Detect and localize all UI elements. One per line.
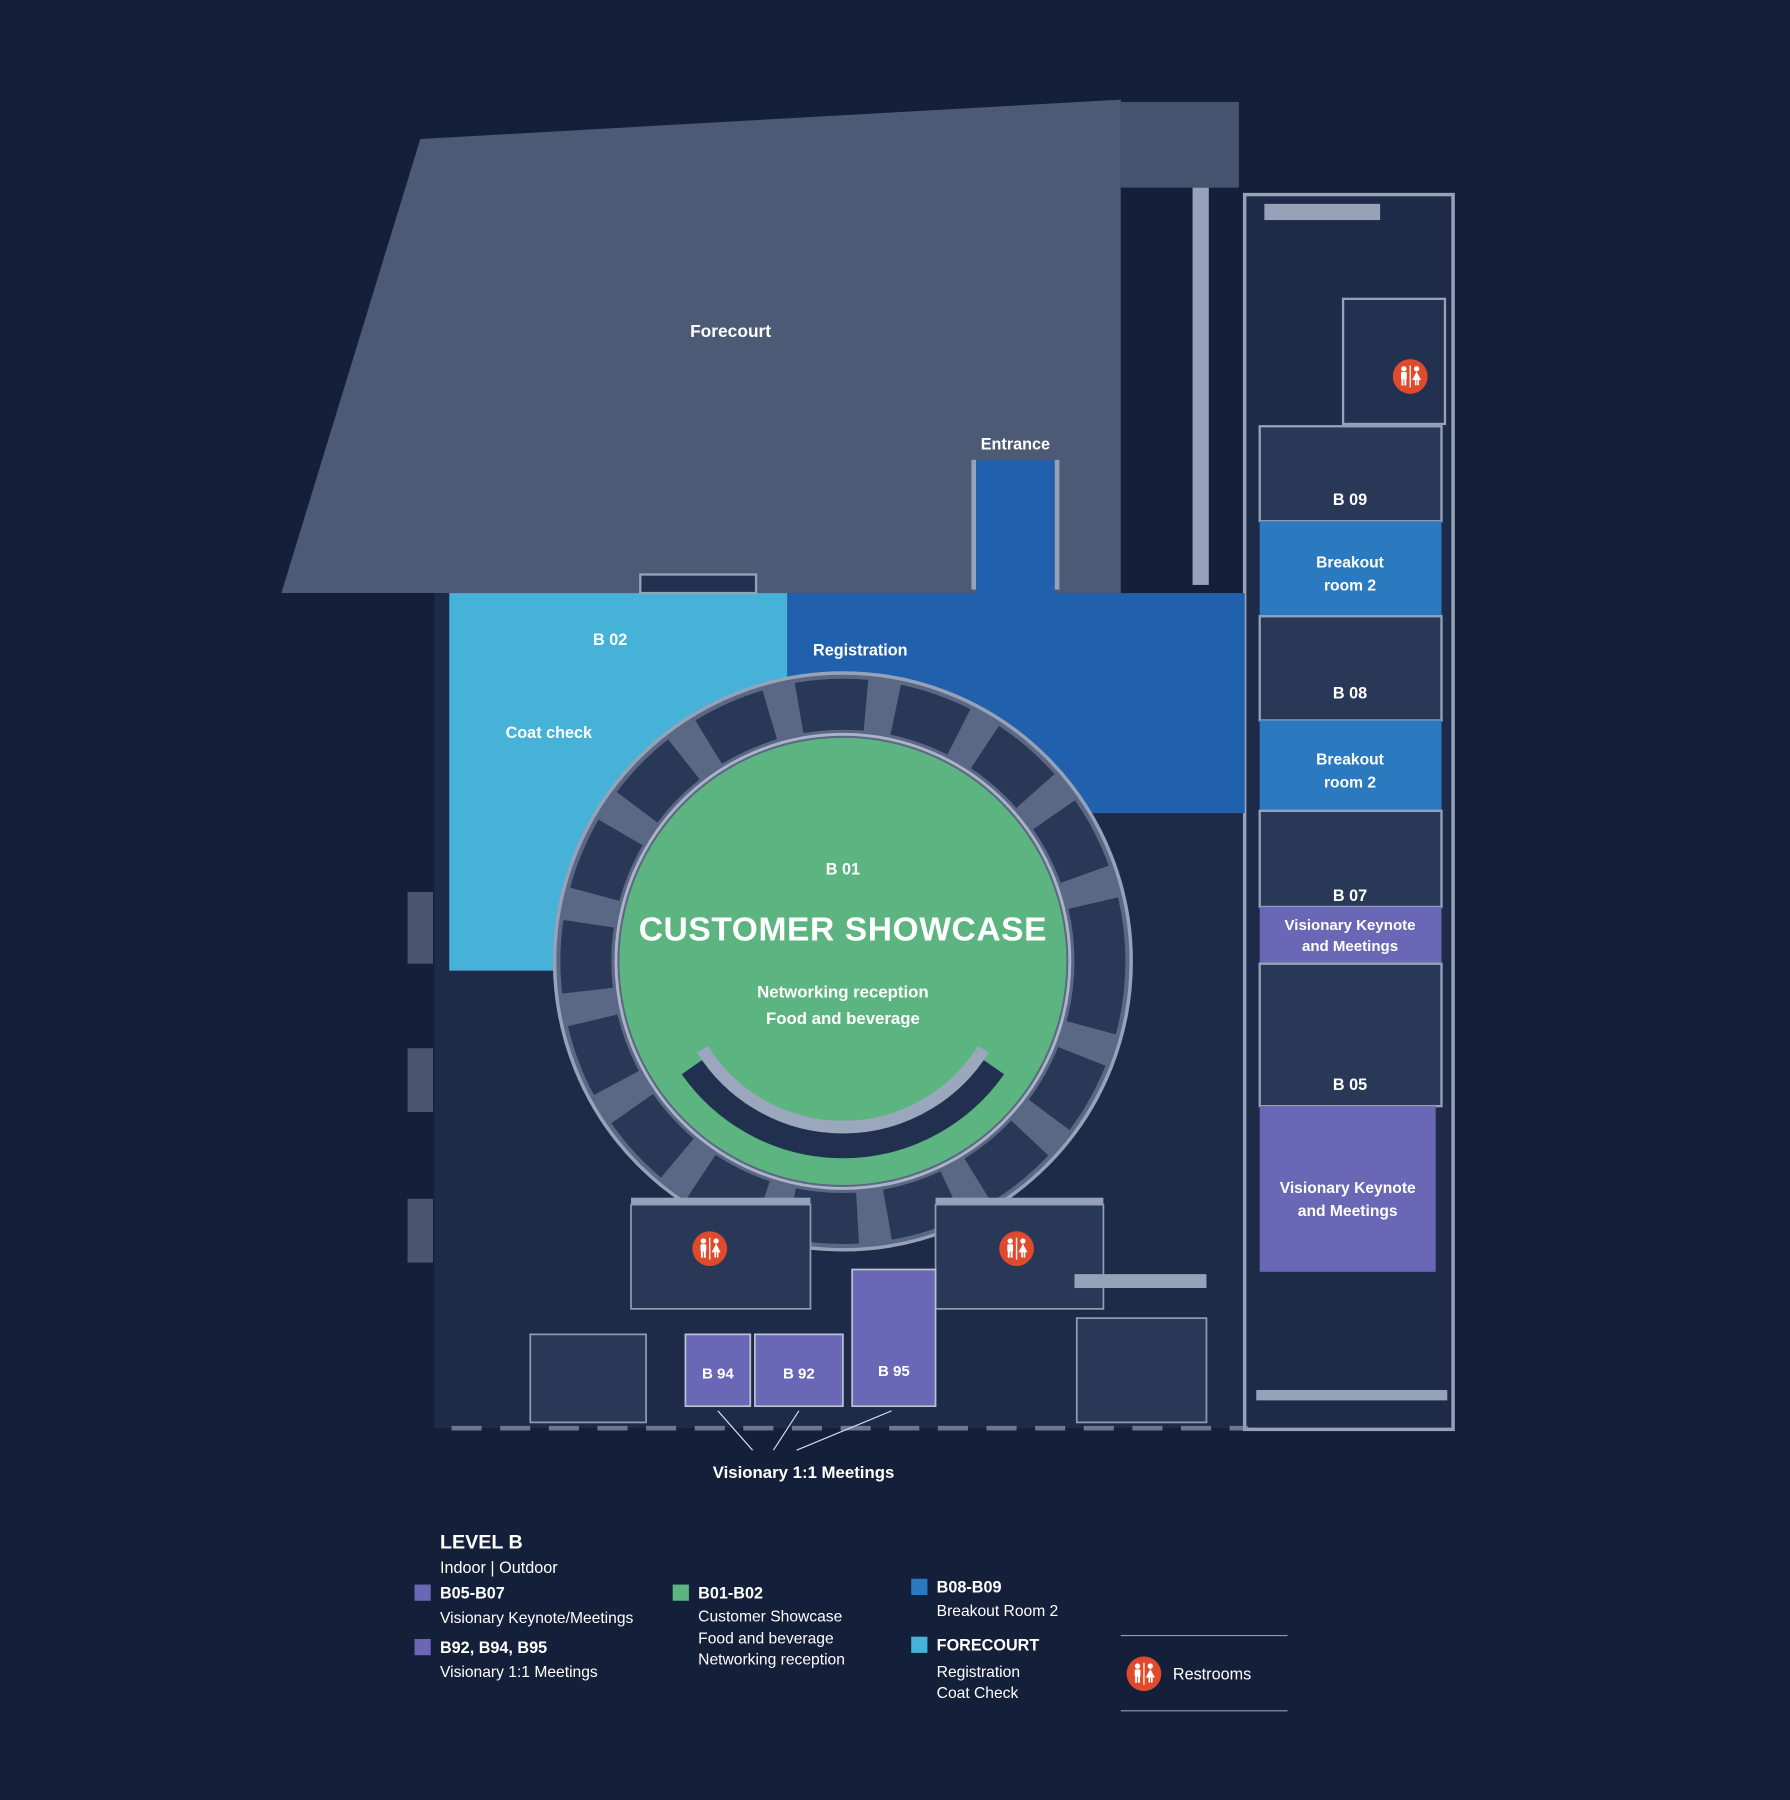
legend-swatch-breakout [911,1578,928,1595]
meetings-connector-line [772,1410,800,1451]
breakout-room-top [1259,521,1442,617]
showcase-subtitle-2: Food and beverage [766,1009,920,1028]
wall-segment [1264,203,1381,221]
room-b05 [1258,962,1443,1108]
legend-item-desc: Breakout Room 2 [937,1603,1059,1620]
legend-item-code: B01-B02 [698,1584,763,1602]
wall-segment [935,1197,1104,1205]
room-b08 [1258,615,1443,722]
meetings-connector-line [717,1410,754,1451]
wall-segment [1192,187,1209,585]
showcase-circle [619,737,1067,1185]
keynote-room-large-label-2: and Meetings [1298,1203,1398,1220]
showcase-inner-wall [614,732,1072,1190]
restroom-icon [1126,1656,1162,1692]
doorway-structure [639,573,758,595]
legend-item-desc: Networking reception [698,1651,845,1668]
legend-item-code: FORECOURT [937,1637,1040,1655]
wall-segment [971,459,977,590]
breakout-room-top-label-1: Breakout [1316,555,1385,572]
keynote-room-large [1259,1106,1436,1272]
wall-segment [407,1048,434,1112]
wall-segment [407,891,434,964]
lower-room-block [529,1333,647,1424]
room-b07-label: B 07 [1333,887,1367,905]
legend-swatch-showcase [672,1584,689,1601]
legend-item-desc: Customer Showcase [698,1609,842,1626]
forecourt-area [281,99,1121,594]
wall-segment [407,1198,434,1263]
entrance-corridor [976,459,1055,594]
showcase-ring-segments [560,678,1126,1245]
showcase-id: B 01 [826,861,860,879]
room-b07 [1258,809,1443,909]
wall-segment [1054,459,1060,590]
meetings-connector-line [796,1410,892,1451]
wall-segment [1256,1389,1448,1401]
coat-check-label: Coat check [506,724,593,742]
room-b09 [1258,425,1443,523]
showcase-stage-arc-light [697,1045,989,1134]
coat-check-id: B 02 [593,631,627,649]
restroom-icon [1392,359,1428,394]
legend: LEVEL B Indoor | Outdoor B05-B07 Visiona… [414,1532,1288,1712]
legend-swatch-meetings [414,1638,431,1656]
room-b09-label: B 09 [1333,491,1367,509]
legend-title: LEVEL B [440,1532,523,1554]
legend-item-desc: Visionary Keynote/Meetings [440,1610,634,1627]
showcase-subtitle-1: Networking reception [757,982,929,1001]
legend-item-desc: Registration [937,1664,1020,1681]
room-b05-label: B 05 [1333,1076,1367,1094]
legend-item-code: B08-B09 [937,1579,1002,1597]
legend-item-code: B05-B07 [440,1584,505,1602]
legend-swatch-forecourt [911,1636,928,1653]
legend-item-code: B92, B94, B95 [440,1639,547,1657]
entrance-label: Entrance [981,435,1050,453]
wing-top-room [1341,297,1447,426]
room-b95-label: B 95 [878,1363,910,1380]
room-b94 [684,1333,752,1408]
room-b95 [851,1268,937,1408]
legend-item-desc: Visionary 1:1 Meetings [440,1664,598,1681]
wall-segment [1074,1274,1207,1289]
restroom-icon [692,1231,728,1267]
breakout-room-bottom-label-1: Breakout [1316,751,1385,768]
breakout-room-top-label-2: room 2 [1324,578,1376,595]
keynote-room-small-label-2: and Meetings [1302,938,1398,955]
room-b92-label: B 92 [783,1365,815,1382]
wall-segment [631,1197,811,1205]
room-b92 [754,1333,844,1408]
legend-swatch-keynote [414,1584,431,1601]
meetings-label: Visionary 1:1 Meetings [713,1463,895,1482]
showcase-stage-arc-dark [681,1058,1005,1159]
legend-restrooms-label: Restrooms [1173,1666,1251,1684]
breakout-room-bottom-label-2: room 2 [1324,775,1376,792]
keynote-room-small [1259,906,1442,964]
forecourt-annex [1120,101,1239,188]
legend-item-desc: Coat Check [937,1685,1019,1702]
legend-item-desc: Food and beverage [698,1631,834,1648]
lower-room-block [1075,1317,1208,1424]
room-b08-label: B 08 [1333,684,1367,702]
room-b94-label: B 94 [702,1365,734,1382]
legend-subtitle: Indoor | Outdoor [440,1559,558,1577]
breakout-room-bottom [1259,720,1442,811]
keynote-room-large-label-1: Visionary Keynote [1280,1180,1416,1197]
forecourt-label: Forecourt [690,321,771,341]
showcase-title: CUSTOMER SHOWCASE [639,912,1047,949]
keynote-room-small-label-1: Visionary Keynote [1285,917,1416,934]
restroom-icon [999,1231,1034,1267]
registration-label: Registration [813,642,908,660]
